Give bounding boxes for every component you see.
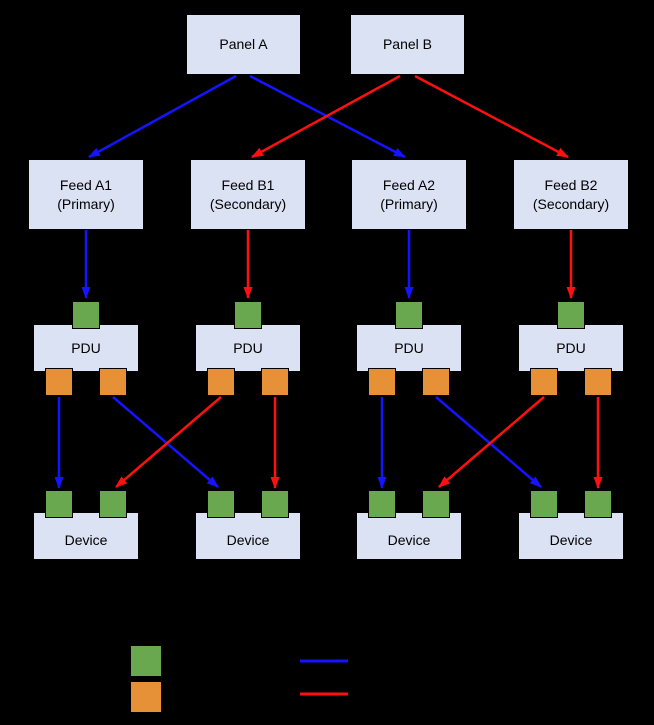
feed-b1-role: (Secondary) — [209, 195, 287, 212]
device-1-label: Device — [64, 531, 108, 548]
pdu-2-node: PDU — [195, 324, 301, 372]
feed-a2-node: Feed A2 (Primary) — [351, 159, 467, 230]
edge-panel-a-to-feed-a1 — [88, 74, 237, 159]
device-3-node: Device — [356, 512, 462, 560]
pdu-2-output-left-square-icon — [207, 368, 235, 396]
device-4-node: Device — [518, 512, 624, 560]
device-4-label: Device — [549, 531, 593, 548]
pdu-1-output-right-square-icon — [99, 368, 127, 396]
pdu-3-label: PDU — [394, 339, 424, 356]
panel-b-label: Panel B — [382, 36, 433, 53]
pdu-2-label: PDU — [233, 339, 263, 356]
pdu-4-label: PDU — [556, 339, 586, 356]
feed-a1-name: Feed A1 — [59, 176, 113, 193]
edge-pdu-4-to-device-3 — [438, 396, 545, 488]
panel-b-node: Panel B — [350, 14, 465, 75]
pdu-2-output-right-square-icon — [261, 368, 289, 396]
feed-b1-node: Feed B1 (Secondary) — [190, 159, 306, 230]
feed-a2-name: Feed A2 — [382, 176, 436, 193]
pdu-3-node: PDU — [356, 324, 462, 372]
device-1-node: Device — [33, 512, 139, 560]
device-2-label: Device — [226, 531, 270, 548]
device-3-input-left-square-icon — [368, 490, 396, 518]
pdu-3-output-left-square-icon — [368, 368, 396, 396]
edge-pdu-3-to-device-4 — [435, 396, 542, 488]
pdu-3-output-right-square-icon — [422, 368, 450, 396]
edge-panel-a-to-feed-a2 — [249, 74, 406, 159]
pdu-1-input-square-icon — [72, 301, 100, 329]
panel-a-label: Panel A — [219, 36, 268, 53]
pdu-2-input-square-icon — [234, 301, 262, 329]
pdu-4-output-right-square-icon — [584, 368, 612, 396]
feed-b2-node: Feed B2 (Secondary) — [513, 159, 629, 230]
feed-a1-role: (Primary) — [57, 195, 115, 212]
feed-b2-name: Feed B2 — [544, 176, 598, 193]
panel-a-node: Panel A — [186, 14, 301, 75]
pdu-4-input-square-icon — [557, 301, 585, 329]
pdu-4-node: PDU — [518, 324, 624, 372]
device-3-input-right-square-icon — [422, 490, 450, 518]
pdu-1-node: PDU — [33, 324, 139, 372]
edge-pdu-1-to-device-2 — [112, 396, 219, 488]
pdu-1-output-left-square-icon — [45, 368, 73, 396]
feed-b1-name: Feed B1 — [221, 176, 275, 193]
device-1-input-left-square-icon — [45, 490, 73, 518]
edge-pdu-2-to-device-1 — [115, 396, 222, 488]
device-3-label: Device — [387, 531, 431, 548]
legend-green-square-icon — [130, 645, 162, 677]
feed-a2-role: (Primary) — [380, 195, 438, 212]
legend-orange-square-icon — [130, 681, 162, 713]
feed-b2-role: (Secondary) — [532, 195, 610, 212]
pdu-1-label: PDU — [71, 339, 101, 356]
pdu-4-output-left-square-icon — [530, 368, 558, 396]
feed-a1-node: Feed A1 (Primary) — [28, 159, 144, 230]
device-4-input-left-square-icon — [530, 490, 558, 518]
edge-panel-b-to-feed-b1 — [251, 74, 401, 159]
edge-panel-b-to-feed-b2 — [414, 74, 569, 159]
device-1-input-right-square-icon — [99, 490, 127, 518]
device-2-input-right-square-icon — [261, 490, 289, 518]
device-2-node: Device — [195, 512, 301, 560]
pdu-3-input-square-icon — [395, 301, 423, 329]
device-4-input-right-square-icon — [584, 490, 612, 518]
device-2-input-left-square-icon — [207, 490, 235, 518]
